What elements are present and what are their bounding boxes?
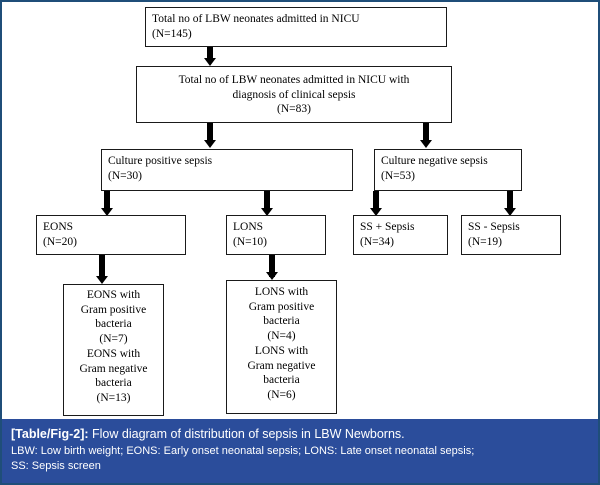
figure-caption: [Table/Fig-2]: Flow diagram of distribut… — [2, 418, 598, 483]
node-total-admitted: Total no of LBW neonates admitted in NIC… — [145, 7, 447, 47]
caption-title-text: Flow diagram of distribution of sepsis i… — [88, 426, 405, 441]
node-lons: LONS (N=10) — [226, 215, 326, 255]
caption-tag: [Table/Fig-2]: — [11, 426, 89, 441]
flow-diagram: Total no of LBW neonates admitted in NIC… — [2, 2, 598, 416]
caption-abbrev-line-2: SS: Sepsis screen — [11, 460, 101, 473]
node-eons-detail: EONS with Gram positive bacteria (N=7) E… — [63, 284, 164, 416]
node-ss-plus-sepsis: SS + Sepsis (N=34) — [353, 215, 448, 255]
caption-abbrev-line-1: LBW: Low birth weight; EONS: Early onset… — [11, 444, 475, 457]
node-lons-detail: LONS with Gram positive bacteria (N=4) L… — [226, 280, 337, 414]
node-culture-negative: Culture negative sepsis (N=53) — [374, 149, 522, 191]
node-ss-minus-sepsis: SS - Sepsis (N=19) — [461, 215, 561, 255]
caption-abbreviations: LBW: Low birth weight; EONS: Early onset… — [11, 444, 589, 475]
node-eons: EONS (N=20) — [36, 215, 186, 255]
caption-title-line: [Table/Fig-2]: Flow diagram of distribut… — [11, 425, 589, 443]
node-culture-positive: Culture positive sepsis (N=30) — [101, 149, 353, 191]
node-clinical-sepsis: Total no of LBW neonates admitted in NIC… — [136, 66, 452, 123]
